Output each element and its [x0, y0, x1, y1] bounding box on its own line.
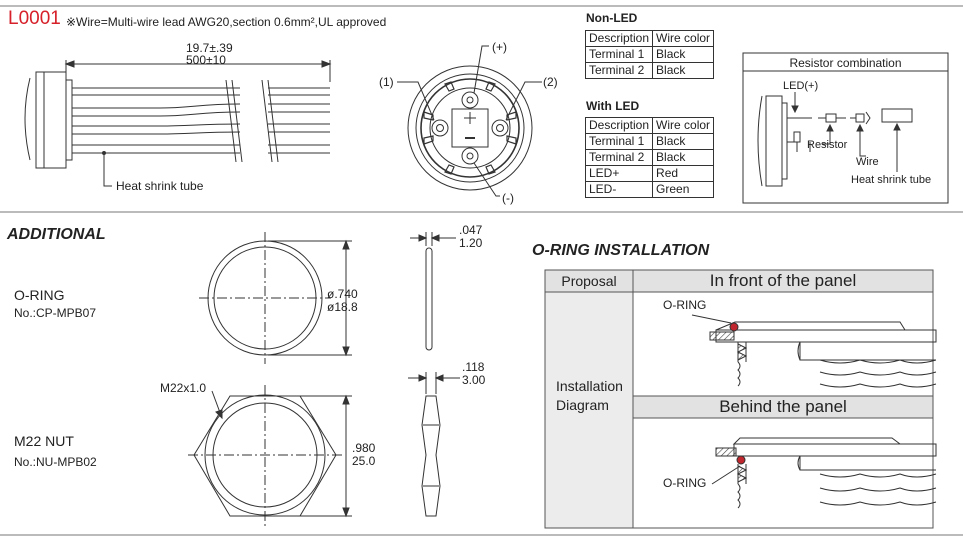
proposal-header: Proposal	[561, 273, 617, 289]
table-cell: Black	[652, 133, 715, 150]
nut-drawing	[188, 372, 460, 528]
table-header-cell: Wire color	[652, 117, 715, 134]
table-row: Description Wire color	[584, 30, 715, 47]
front-label-plus: (+)	[492, 40, 507, 54]
nut-part-no: No.:NU-MPB02	[14, 455, 97, 469]
front-label-1: (1)	[379, 75, 394, 89]
oring-part-no: No.:CP-MPB07	[14, 306, 97, 320]
nut-thk-mm: 3.00	[462, 373, 486, 387]
table-cell: Black	[652, 149, 715, 166]
length-inch: 19.7±.39	[186, 41, 233, 55]
nut-af-mm: 25.0	[352, 454, 376, 468]
oring-dia-inch: ø.740	[327, 287, 358, 301]
tube-label: Heat shrink tube	[851, 174, 932, 186]
oring-thk-mm: 1.20	[459, 236, 483, 250]
connector-front-view	[397, 45, 542, 197]
front-label-minus: (-)	[502, 191, 514, 205]
behind-panel-header: Behind the panel	[719, 397, 847, 416]
table-cell: LED+	[584, 165, 654, 182]
install-front-diagram	[691, 314, 937, 388]
part-code: L0001	[8, 8, 61, 29]
table-cell: Terminal 2	[584, 62, 654, 79]
table-cell: Black	[652, 62, 715, 79]
resistor-box-title: Resistor combination	[789, 56, 902, 70]
installation-title: O-RING INSTALLATION	[532, 242, 710, 259]
additional-title: ADDITIONAL	[7, 226, 106, 243]
table-header-cell: Description	[584, 30, 654, 47]
table-cell: Terminal 2	[584, 149, 654, 166]
oring-label-behind: O-RING	[663, 476, 707, 490]
table-row: Description Wire color	[584, 117, 715, 134]
table-row: Terminal 1 Black	[584, 133, 715, 150]
nut-name: M22 NUT	[14, 433, 74, 449]
table-cell: Green	[652, 181, 715, 198]
table-cell: Terminal 1	[584, 46, 654, 63]
lead-side-view	[24, 60, 332, 187]
install-behind-diagram	[711, 437, 937, 509]
wire-label: Wire	[856, 156, 879, 168]
with-led-table: Description Wire color Terminal 1 Black …	[584, 117, 715, 198]
oring-drawing	[199, 232, 456, 364]
oring-thk-inch: .047	[459, 223, 483, 237]
table-cell: LED-	[584, 181, 654, 198]
table-row: Terminal 2 Black	[584, 62, 715, 79]
led-plus-label: LED(+)	[783, 80, 819, 92]
non-led-title: Non-LED	[586, 11, 638, 25]
table-cell: Black	[652, 46, 715, 63]
table-cell: Red	[652, 165, 715, 182]
table-header-cell: Wire color	[652, 30, 715, 47]
non-led-table: Description Wire color Terminal 1 Black …	[584, 30, 715, 79]
wire-note: ※Wire=Multi-wire lead AWG20,section 0.6m…	[66, 15, 387, 29]
front-label-2: (2)	[543, 75, 558, 89]
front-panel-header: In front of the panel	[709, 271, 857, 290]
nut-thk-inch: .118	[462, 360, 485, 374]
oring-name: O-RING	[14, 287, 65, 303]
table-row: Terminal 2 Black	[584, 149, 715, 166]
table-row: LED- Green	[584, 181, 715, 198]
installation-row-label-2: Diagram	[556, 397, 609, 413]
installation-table	[544, 269, 934, 529]
table-header-cell: Description	[584, 117, 654, 134]
with-led-title: With LED	[586, 99, 640, 113]
table-cell: Terminal 1	[584, 133, 654, 150]
resistor-combination-drawing	[742, 52, 949, 204]
installation-row-label-1: Installation	[556, 378, 623, 394]
table-row: LED+ Red	[584, 165, 715, 182]
heat-shrink-label: Heat shrink tube	[116, 179, 204, 193]
oring-label-front: O-RING	[663, 298, 707, 312]
resistor-label: Resistor	[807, 139, 848, 151]
nut-af-inch: .980	[352, 441, 376, 455]
nut-thread-label: M22x1.0	[160, 381, 207, 395]
length-mm: 500±10	[186, 53, 226, 67]
table-row: Terminal 1 Black	[584, 46, 715, 63]
oring-dia-mm: ø18.8	[327, 300, 358, 314]
